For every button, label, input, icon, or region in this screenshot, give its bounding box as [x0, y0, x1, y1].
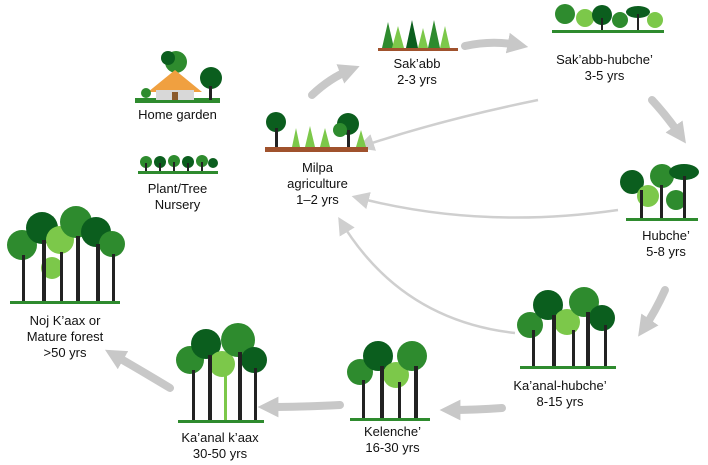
noj-kaax-line-2: Mature forest — [26, 329, 104, 344]
sakabb-illustration — [378, 20, 458, 51]
nursery-label: Plant/Tree Nursery — [130, 181, 225, 213]
arrow-kaanal-kaax-to-noj-kaax — [104, 349, 174, 392]
sakabb-line-1: Sak’abb — [393, 56, 441, 71]
arrow-kaanal-hubche-to-kelenche — [439, 399, 506, 421]
kaanal-kaax-line-1: Ka’anal k’aax — [181, 430, 259, 445]
nursery-illustration — [138, 155, 218, 174]
arrow-milpa-to-sakabb — [308, 64, 360, 99]
nursery-line-1: Plant/Tree — [147, 181, 208, 196]
home-garden-text: Home garden — [138, 107, 217, 122]
milpa-label: Milpa agriculture 1–2 yrs — [270, 160, 365, 208]
milpa-line-3: 1–2 yrs — [296, 192, 339, 207]
hubche-label: Hubche’ 5-8 yrs — [628, 228, 704, 260]
noj-kaax-illustration — [7, 206, 125, 304]
kaanal-hubche-line-2: 8-15 yrs — [536, 394, 584, 409]
arrow-kelenche-to-kaanal-kaax — [257, 396, 344, 418]
return-arrows — [338, 98, 619, 335]
kaanal-kaax-line-2: 30-50 yrs — [192, 446, 248, 461]
home-garden-illustration — [135, 51, 222, 103]
arrow-sakabb-hubche-to-hubche — [648, 96, 686, 144]
kaanal-hubche-line-1: Ka’anal-hubche’ — [513, 378, 607, 393]
arrow-sakabb-to-sakabb-hubche — [461, 32, 529, 54]
sakabb-hubche-line-2: 3-5 yrs — [584, 68, 625, 83]
kelenche-line-2: 16-30 yrs — [365, 440, 420, 455]
sakabb-hubche-line-1: Sak’abb-hubche’ — [556, 52, 653, 67]
sakabb-label: Sak’abb 2-3 yrs — [372, 56, 462, 88]
noj-kaax-line-3: >50 yrs — [43, 345, 87, 360]
kaanal-hubche-label: Ka’anal-hubche’ 8-15 yrs — [490, 378, 630, 410]
return-arrow-kaanal-hubche — [338, 216, 516, 335]
kelenche-line-1: Kelenche’ — [363, 424, 422, 439]
milpa-illustration — [265, 112, 368, 152]
arrow-hubche-to-kaanal-hubche — [638, 286, 669, 337]
hubche-illustration — [620, 164, 699, 221]
hubche-line-1: Hubche’ — [642, 228, 690, 243]
home-garden-label: Home garden — [130, 107, 225, 123]
succession-arrows — [104, 32, 686, 421]
nursery-line-2: Nursery — [154, 197, 201, 212]
noj-kaax-line-1: Noj K’aax or — [29, 313, 101, 328]
sakabb-line-2: 2-3 yrs — [397, 72, 437, 87]
kaanal-kaax-label: Ka’anal k’aax 30-50 yrs — [160, 430, 280, 462]
kelenche-illustration — [347, 341, 430, 421]
sakabb-hubche-illustration — [552, 4, 664, 33]
return-arrow-hubche — [351, 192, 619, 219]
kaanal-hubche-illustration — [517, 287, 616, 369]
hubche-line-2: 5-8 yrs — [646, 244, 686, 259]
milpa-line-1: Milpa — [301, 160, 334, 175]
milpa-line-2: agriculture — [287, 176, 348, 191]
kaanal-kaax-illustration — [176, 323, 267, 423]
return-arrow-sakabb-hubche — [356, 98, 539, 151]
kelenche-label: Kelenche’ 16-30 yrs — [345, 424, 440, 456]
noj-kaax-label: Noj K’aax or Mature forest >50 yrs — [5, 313, 125, 361]
sakabb-hubche-label: Sak’abb-hubche’ 3-5 yrs — [532, 52, 677, 84]
